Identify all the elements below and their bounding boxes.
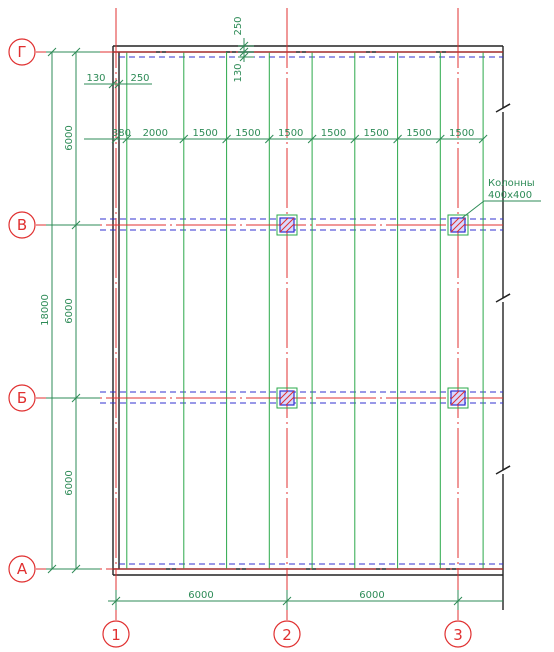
columns-note: Колонны 400x400 bbox=[461, 178, 541, 219]
beam-spacing-label: 1500 bbox=[321, 128, 346, 139]
axis-label-В: В bbox=[17, 216, 27, 234]
beam-spacing-label: 1500 bbox=[449, 128, 474, 139]
dim-span-2-3: 6000 bbox=[359, 590, 384, 601]
axis-marker-3: 3 bbox=[444, 620, 472, 648]
axis-marker-В: В bbox=[8, 211, 36, 239]
axis-label-3: 3 bbox=[453, 626, 463, 644]
column-B3 bbox=[447, 214, 469, 236]
axis-label-Б: Б bbox=[17, 389, 27, 407]
dim-span-Б-А: 6000 bbox=[64, 470, 75, 495]
dim-edge-250: 250 bbox=[130, 73, 149, 84]
dimension-tick bbox=[435, 134, 445, 144]
column-Б2 bbox=[276, 387, 298, 409]
dimension-tick bbox=[393, 134, 402, 144]
columns bbox=[276, 214, 469, 409]
dim-span-Г-В: 6000 bbox=[64, 125, 75, 150]
dimension-tick bbox=[111, 134, 121, 144]
left-dimensions bbox=[46, 47, 100, 574]
floor-beams bbox=[126, 52, 484, 569]
edge-offset-dimension bbox=[84, 79, 152, 89]
axis-label-А: А bbox=[17, 560, 28, 578]
axis-marker-Б: Б bbox=[8, 384, 36, 412]
dimension-tick bbox=[350, 134, 360, 144]
dimension-tick bbox=[478, 134, 488, 144]
beam-spacing-label: 1500 bbox=[192, 128, 217, 139]
axis-marker-А: А bbox=[8, 555, 36, 583]
dimension-tick bbox=[307, 134, 317, 144]
axis-label-1: 1 bbox=[111, 626, 121, 644]
beam-spacing-labels: 380 2000 1500 1500 1500 1500 1500 1500 1500 bbox=[112, 128, 475, 139]
dim-span-1-2: 6000 bbox=[188, 590, 213, 601]
beam-spacing-label: 380 bbox=[112, 128, 131, 139]
axis-label-Г: Г bbox=[17, 43, 26, 61]
beam-spacing-label: 1500 bbox=[235, 128, 260, 139]
dim-overall-18000: 18000 bbox=[40, 294, 51, 326]
column-Б3 bbox=[447, 387, 469, 409]
dimension-tick bbox=[179, 134, 189, 144]
axis-marker-1: 1 bbox=[102, 620, 130, 648]
dimension-tick bbox=[222, 134, 231, 144]
columns-note-title: Колонны bbox=[488, 178, 535, 189]
beam-spacing-label: 1500 bbox=[363, 128, 388, 139]
dim-edge-130: 130 bbox=[86, 73, 105, 84]
column-B2 bbox=[276, 214, 298, 236]
axis-marker-Г: Г bbox=[8, 38, 36, 66]
dim-top-250: 250 bbox=[233, 16, 244, 35]
bottom-dimensions bbox=[108, 590, 503, 610]
beam-spacing-dimension bbox=[84, 134, 488, 144]
dim-span-В-Б: 6000 bbox=[64, 298, 75, 323]
dimension-tick bbox=[122, 134, 132, 144]
beam-spacing-label: 1500 bbox=[406, 128, 431, 139]
hidden-lines bbox=[100, 56, 503, 565]
beam-spacing-label: 1500 bbox=[278, 128, 303, 139]
columns-note-size: 400x400 bbox=[488, 190, 532, 201]
axis-label-2: 2 bbox=[282, 626, 292, 644]
dimension-tick bbox=[264, 134, 274, 144]
axis-marker-2: 2 bbox=[273, 620, 301, 648]
row-axis-markers: Г В Б А bbox=[8, 38, 36, 583]
dim-top-130: 130 bbox=[233, 63, 244, 82]
beam-spacing-label: 2000 bbox=[143, 128, 168, 139]
top-offset-dimension bbox=[238, 38, 254, 62]
column-axis-markers: 1 2 3 bbox=[102, 620, 472, 648]
